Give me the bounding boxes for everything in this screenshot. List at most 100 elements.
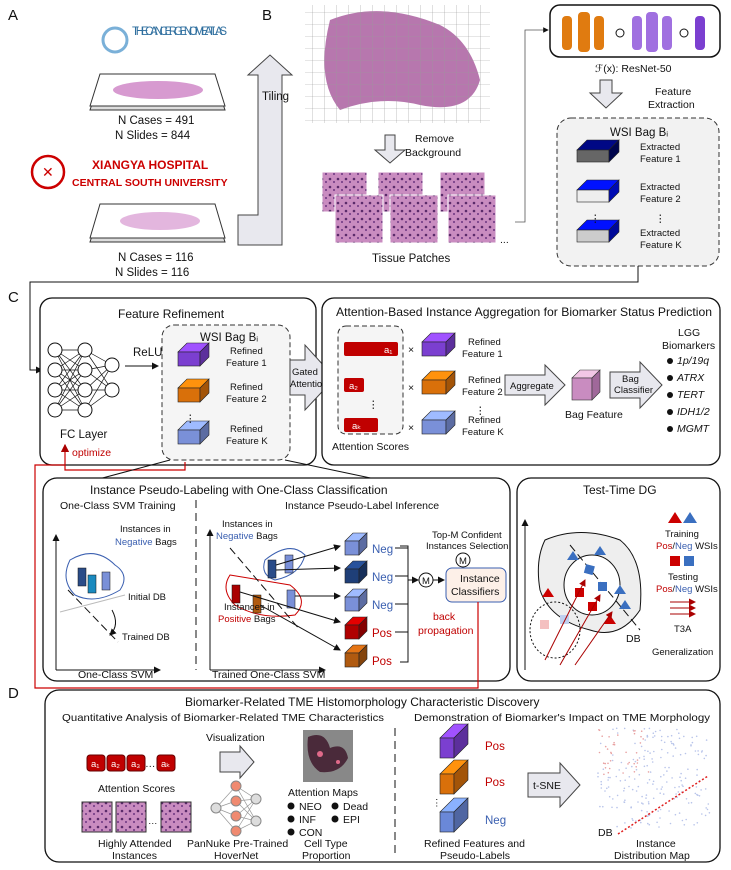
cell-type-inf: INF (299, 814, 316, 826)
tsne-point (642, 738, 644, 740)
tsne-point (633, 762, 635, 765)
zoom-line-right (284, 459, 381, 481)
tsne-point (694, 792, 697, 795)
tsne-point (630, 806, 632, 809)
negative-bags-2: Negative Bags (216, 531, 278, 542)
testing-pos: Pos (656, 584, 673, 595)
score-label-1: a₁ (384, 345, 393, 356)
tsne-point (634, 760, 637, 763)
tsne-point (660, 775, 662, 778)
tsne-point (680, 772, 682, 775)
tsne-point (652, 783, 654, 785)
tsne-point (681, 819, 684, 822)
tsne-point (675, 793, 677, 795)
d-feature-cube-2-side (453, 759, 469, 795)
tsne-point (678, 732, 680, 734)
score-label-k: aₖ (352, 421, 361, 432)
topm-2: Instances Selection (426, 541, 508, 552)
tsne-point (642, 803, 644, 805)
tsne-point (600, 787, 603, 789)
tsne-point (640, 735, 642, 738)
bag-feature-cube (571, 369, 601, 401)
tsne-point (705, 807, 707, 809)
tsne-point (649, 752, 651, 754)
fc-edge (54, 349, 86, 391)
tsne-point (597, 775, 599, 778)
xiangya-slides: N Slides = 116 (115, 267, 189, 279)
bag-classifier-arrow (609, 360, 663, 410)
tsne-point (634, 730, 636, 732)
tsne-point (624, 822, 626, 824)
pseudo-label-4: Pos (372, 628, 392, 640)
tsne-point (640, 745, 643, 748)
vertical-ellipsis: ⋮ (475, 405, 486, 417)
pseudo-label-cube-2-front (344, 568, 360, 584)
d-score-label-3: a₃ (131, 759, 140, 770)
tsne-point (667, 735, 669, 738)
svm-training-title: One-Class SVM Training (60, 500, 176, 512)
svg-text:…: … (148, 816, 158, 827)
wsi-bag-title-b: WSI Bag Bᵢ (610, 127, 668, 139)
tsne-point (611, 759, 614, 762)
d-score-box-4 (156, 754, 176, 772)
biomarker-bullet (667, 409, 673, 415)
tsne-point (643, 755, 645, 758)
score-label-2: a₂ (349, 381, 358, 392)
initial-db-label: Initial DB (128, 592, 166, 603)
bag-feature-label: Bag Feature (565, 409, 623, 421)
tsne-point (646, 782, 649, 784)
tsne-point (705, 754, 707, 757)
refined-feature-3-line1: Refined (230, 424, 263, 435)
tsne-point (628, 785, 630, 788)
tcga-slide (89, 73, 226, 111)
tsne-point (696, 793, 698, 796)
tsne-point (607, 779, 609, 781)
tsne-point (597, 772, 599, 774)
tsne-point (622, 772, 624, 774)
tsne-point (602, 768, 605, 770)
extracted-feature-3-line1: Extracted (640, 228, 680, 239)
times-sign: × (408, 422, 414, 434)
tsne-point (661, 748, 663, 751)
optimize-arrow (60, 443, 186, 471)
tsne-point (641, 802, 643, 804)
extracted-feature-cube-3 (576, 219, 620, 243)
demo-title: Demonstration of Biomarker's Impact on T… (414, 712, 711, 724)
refined-feature-3-line2: Feature K (226, 436, 268, 447)
remove-background-arrow (373, 134, 407, 164)
tsne-point (666, 752, 669, 754)
tsne-point (671, 742, 673, 745)
pseudo-label-cube-5-side (358, 644, 368, 668)
cell-type-2: Proportion (302, 850, 351, 862)
weighted-feature-2-line1: Refined (468, 375, 501, 386)
tsne-point (698, 795, 701, 797)
tsne-point (687, 768, 689, 770)
fc-node (47, 342, 63, 358)
tsne-point (662, 793, 665, 795)
tsne-db-label: DB (598, 827, 613, 839)
tsne-point (684, 777, 687, 779)
tsne-point (707, 803, 710, 805)
tsne-point (700, 789, 702, 791)
fc-edge (84, 349, 113, 391)
refined-feature-cube-3-side (199, 420, 210, 445)
pseudo-label-cube-4-side (358, 616, 368, 640)
hovernet-hidden-node (230, 825, 242, 837)
cell-bullet (287, 828, 295, 836)
tsne-point (678, 737, 681, 740)
tsne-point (691, 736, 693, 739)
tsne-point (645, 794, 648, 796)
tsne-point (620, 761, 623, 764)
tsne-point (696, 822, 699, 824)
d-score-label-4: aₖ (161, 759, 170, 770)
tsne-point (656, 821, 658, 824)
hovernet-output-node (250, 793, 262, 805)
tsne-point (635, 820, 637, 822)
extracted-feature-2-line2: Feature 2 (640, 194, 681, 205)
highly-1: Highly Attended (98, 838, 172, 850)
tsne-point (625, 767, 627, 769)
tsne-point (697, 753, 700, 756)
